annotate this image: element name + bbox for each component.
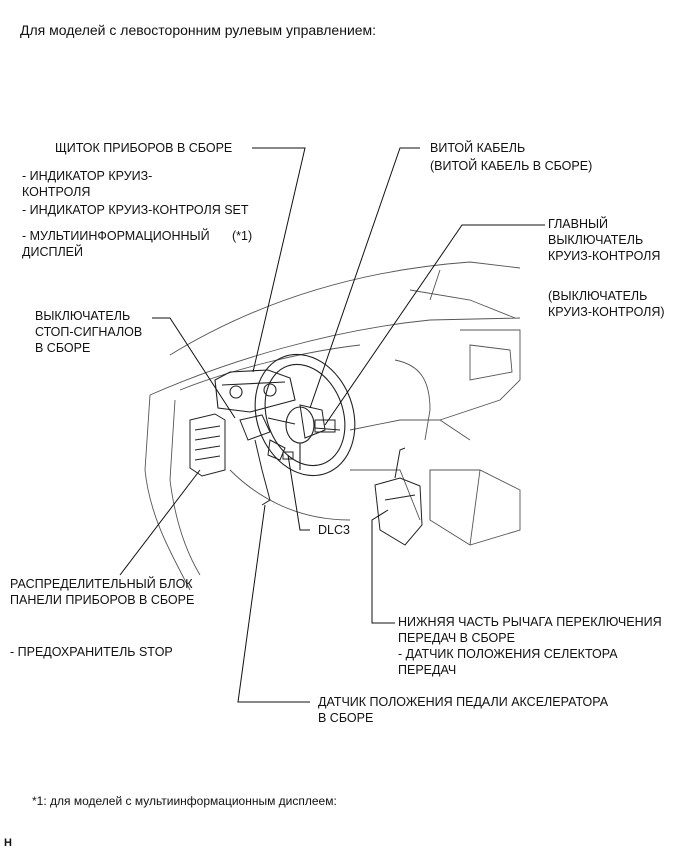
footnote: *1: для моделей с мультиинформационным д… — [32, 794, 337, 808]
leader-accel-pedal — [237, 504, 310, 703]
label-stop-switch-1: ВЫКЛЮЧАТЕЛЬ — [35, 309, 131, 323]
leader-junction-block — [119, 469, 201, 576]
label-multi-display-cont: ДИСПЛЕЙ — [22, 245, 83, 259]
leader-spiral-cable — [309, 147, 420, 409]
corner-mark: H — [4, 837, 12, 849]
leader-dlc3 — [287, 454, 310, 531]
label-shift-lever-2: ПЕРЕДАЧ В СБОРЕ — [398, 631, 515, 645]
label-cruise-indicator-cont: КОНТРОЛЯ — [22, 185, 91, 199]
label-cruise-main-1: ГЛАВНЫЙ — [548, 217, 609, 231]
diagram-heading: Для моделей с левосторонним рулевым упра… — [20, 22, 377, 38]
label-dlc3: DLC3 — [318, 523, 350, 537]
label-stop-switch-3: В СБОРЕ — [35, 341, 91, 355]
label-cruise-set-indicator: - ИНДИКАТОР КРУИЗ-КОНТРОЛЯ SET — [22, 203, 249, 217]
label-multi-display-note: (*1) — [232, 229, 253, 243]
leader-combination-meter — [252, 147, 306, 373]
label-shift-sensor-2: ПЕРЕДАЧ — [398, 663, 457, 677]
label-combination-meter: ЩИТОК ПРИБОРОВ В СБОРЕ — [55, 141, 233, 155]
junction-block-shape — [189, 413, 226, 477]
label-junction-block-2: ПАНЕЛИ ПРИБОРОВ В СБОРЕ — [10, 593, 195, 607]
label-accel-pedal-1: ДАТЧИК ПОЛОЖЕНИЯ ПЕДАЛИ АКСЕЛЕРАТОРА — [318, 695, 609, 709]
leader-cruise-main — [324, 224, 545, 426]
label-cruise-switch-1: (ВЫКЛЮЧАТЕЛЬ — [548, 289, 648, 303]
label-cruise-main-3: КРУИЗ-КОНТРОЛЯ — [548, 249, 661, 263]
leader-stop-switch — [152, 317, 236, 419]
label-spiral-cable: ВИТОЙ КАБЕЛЬ — [430, 141, 526, 155]
label-cruise-indicator: - ИНДИКАТОР КРУИЗ- — [22, 169, 153, 183]
label-shift-lever-1: НИЖНЯЯ ЧАСТЬ РЫЧАГА ПЕРЕКЛЮЧЕНИЯ — [398, 615, 662, 629]
label-cruise-main-2: ВЫКЛЮЧАТЕЛЬ — [548, 233, 644, 247]
label-multi-display: - МУЛЬТИИНФОРМАЦИОННЫЙ — [22, 229, 210, 243]
shift-lever-shape — [374, 477, 423, 546]
combination-meter-shape — [214, 369, 296, 413]
label-fuse-stop: - ПРЕДОХРАНИТЕЛЬ STOP — [10, 645, 173, 659]
label-shift-sensor-1: - ДАТЧИК ПОЛОЖЕНИЯ СЕЛЕКТОРА — [398, 647, 618, 661]
windshield-outline — [169, 261, 521, 356]
label-cruise-switch-2: КРУИЗ-КОНТРОЛЯ) — [548, 305, 665, 319]
label-stop-switch-2: СТОП-СИГНАЛОВ — [35, 325, 143, 339]
label-spiral-cable-sub: (ВИТОЙ КАБЕЛЬ В СБОРЕ) — [430, 159, 593, 173]
label-junction-block-1: РАСПРЕДЕЛИТЕЛЬНЫЙ БЛОК — [10, 577, 193, 591]
label-accel-pedal-2: В СБОРЕ — [318, 711, 374, 725]
leader-shift-lever — [371, 509, 395, 624]
dash-top-line — [149, 317, 521, 396]
steering-wheel-shape — [254, 353, 356, 477]
